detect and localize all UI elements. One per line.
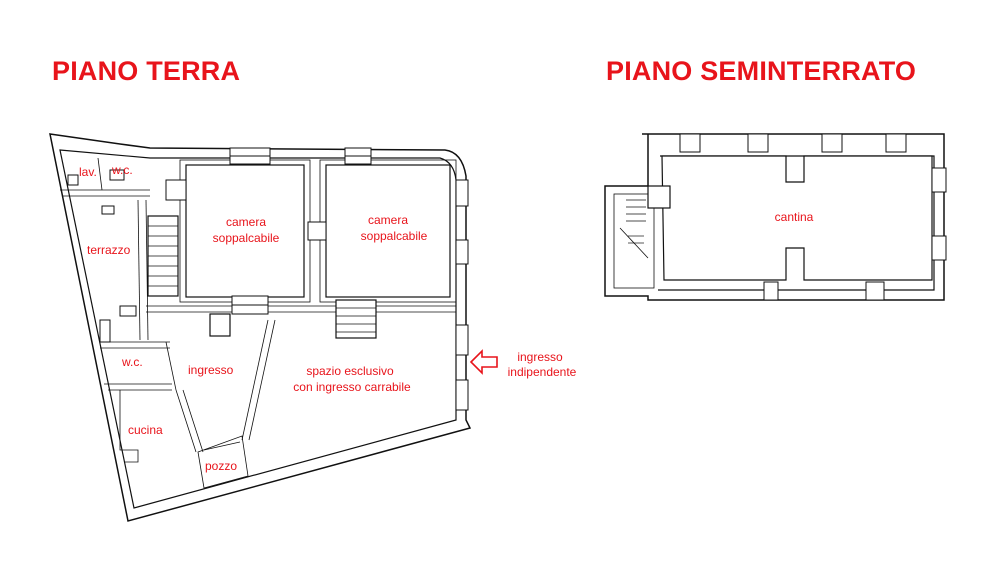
room-label-cucina: cucina	[128, 423, 163, 437]
ground-floor-partitions	[60, 157, 457, 489]
basement-floor-plan: cantina	[604, 133, 947, 301]
left-arrow-icon	[469, 349, 498, 375]
basement-windows	[679, 133, 947, 301]
room-label-camera-2-line2: soppalcabile	[361, 229, 428, 243]
basement-inner-wall	[658, 155, 935, 291]
room-label-camera-1-line1: camera	[226, 215, 266, 229]
entrance-label-line1: ingresso	[517, 350, 563, 364]
ground-floor-windows	[67, 147, 469, 411]
room-label-wc-top: w.c.	[111, 163, 133, 177]
ground-floor-plan: lav. w.c. terrazzo camera soppalcabile c…	[49, 133, 577, 522]
room-label-terrazzo: terrazzo	[87, 243, 131, 257]
room-label-camera-2-line1: camera	[368, 213, 408, 227]
room-label-spazio-line1: spazio esclusivo	[306, 364, 394, 378]
room-label-cantina: cantina	[775, 210, 814, 224]
room-label-camera-1-line2: soppalcabile	[213, 231, 280, 245]
basement-heading: PIANO SEMINTERRATO	[606, 56, 917, 86]
room-label-lav: lav.	[79, 165, 97, 179]
room-label-ingresso: ingresso	[188, 363, 234, 377]
entrance-label-line2: indipendente	[508, 365, 577, 379]
room-label-pozzo: pozzo	[205, 459, 237, 473]
room-label-spazio-line2: con ingresso carrabile	[293, 380, 411, 394]
room-label-wc-bottom: w.c.	[121, 355, 143, 369]
ground-floor-heading: PIANO TERRA	[52, 56, 241, 86]
